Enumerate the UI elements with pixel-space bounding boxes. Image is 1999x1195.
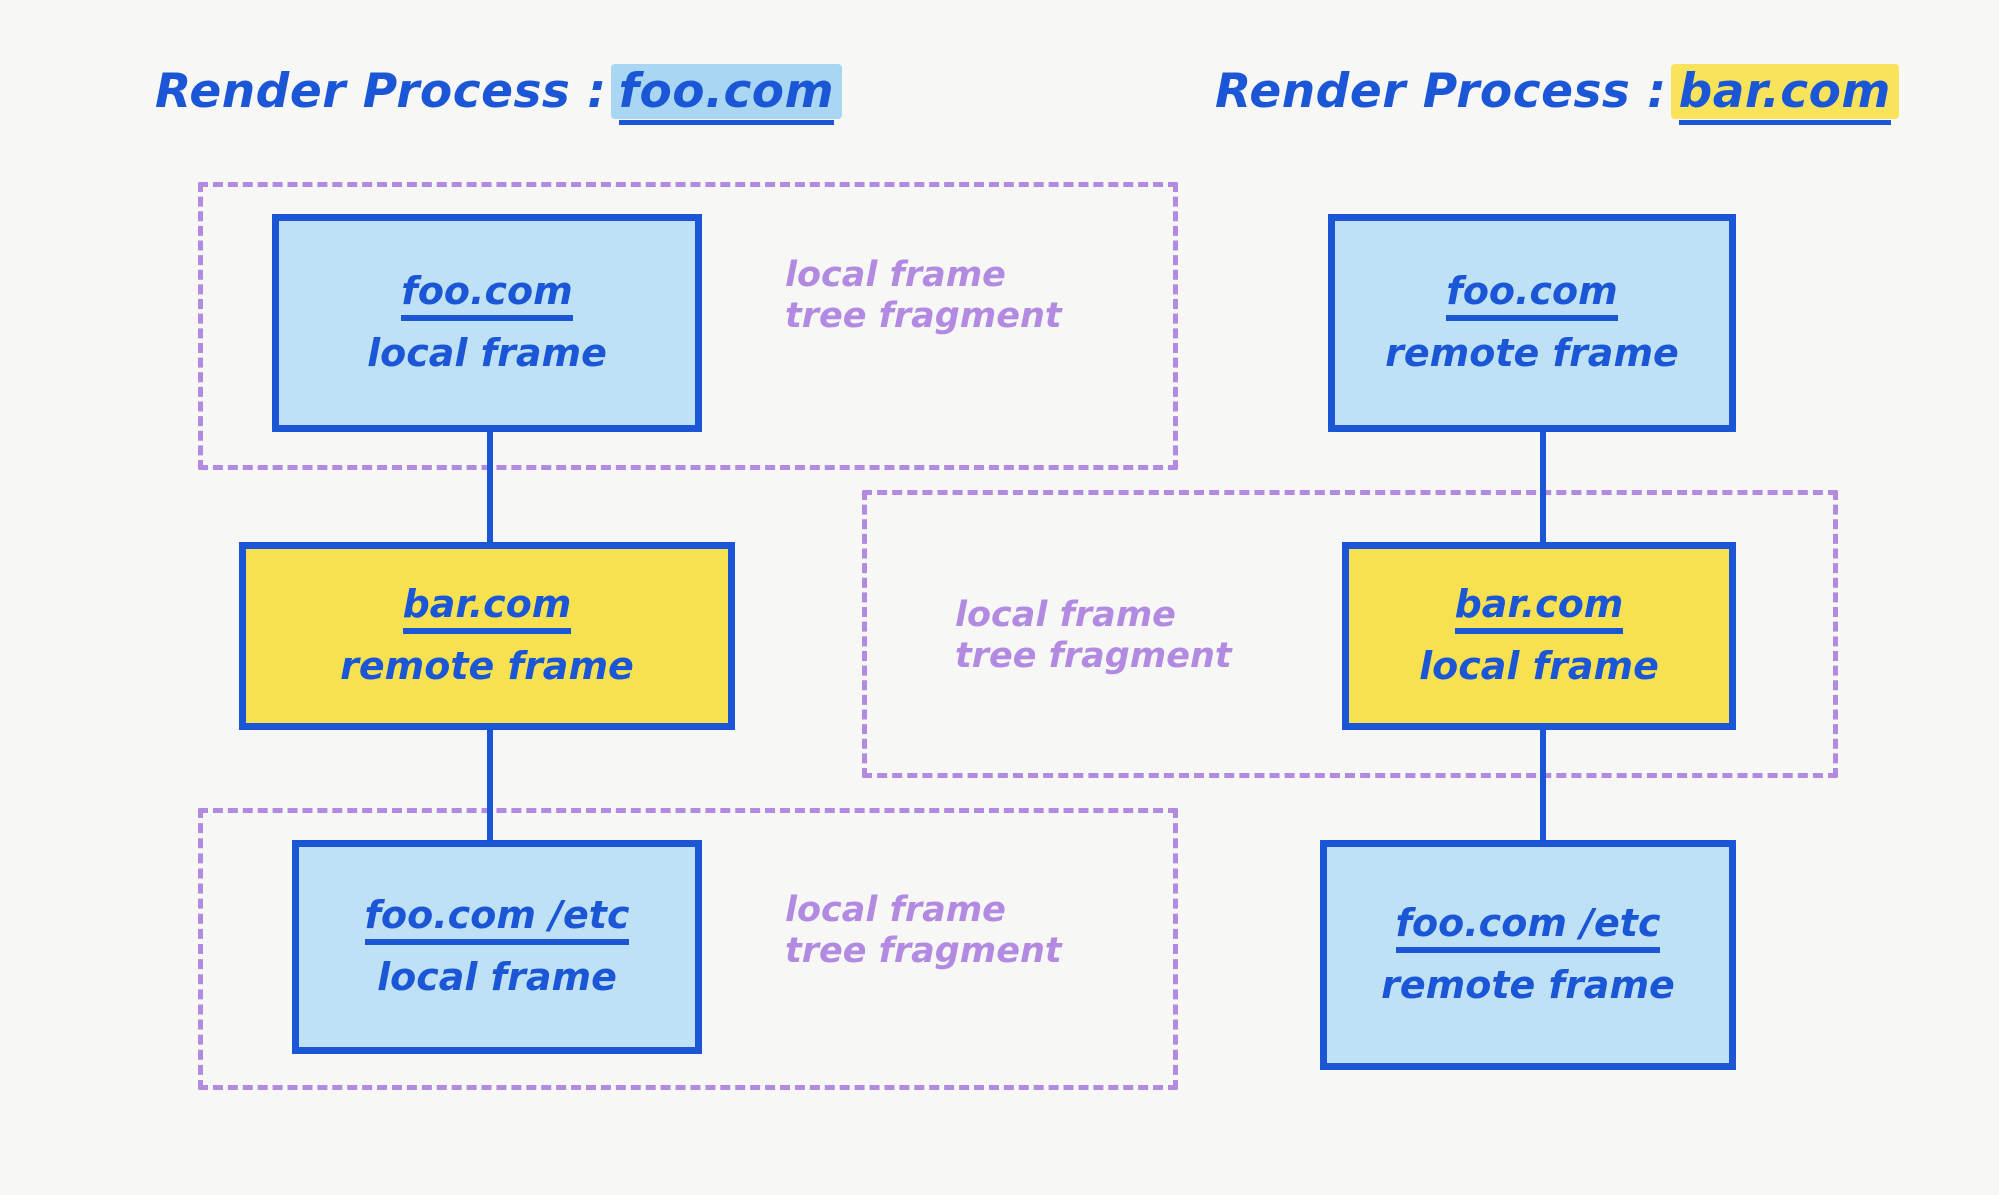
frame-host-label: bar.com [1454,584,1624,634]
frame-host-label: foo.com [1446,271,1618,321]
frame-kind-label: remote frame [340,644,634,688]
frame-kind-label: local frame [1419,644,1659,688]
local-frame-tree-fragment-region-left-top [198,182,1178,470]
frame-node-right-2[interactable]: bar.com local frame [1342,542,1736,730]
highlight-yellow [1670,64,1899,119]
fragment-label-line2: tree fragment [785,931,1062,972]
render-process-host-right-text: bar.com [1678,64,1891,125]
fragment-label-line2: tree fragment [785,296,1062,337]
render-process-title-left: Render Process :foo.com [155,62,843,125]
fragment-label-middle: local frame tree fragment [955,595,1232,678]
frame-node-left-2[interactable]: bar.com remote frame [239,542,735,730]
render-process-label-right: Render Process : [1215,64,1667,119]
render-process-host-left-text: foo.com [618,64,835,125]
local-frame-tree-fragment-region-middle [862,490,1838,778]
render-process-title-right: Render Process :bar.com [1215,62,1899,125]
fragment-label-line1: local frame [955,595,1176,635]
frame-kind-label: local frame [367,331,607,375]
frame-node-right-3[interactable]: foo.com /etc remote frame [1320,840,1736,1070]
render-process-label-left: Render Process : [155,64,607,119]
highlight-blue [610,64,843,119]
frame-node-left-3[interactable]: foo.com /etc local frame [292,840,702,1054]
connector-left-1 [487,432,493,542]
fragment-label-line1: local frame [785,255,1006,295]
fragment-label-line2: tree fragment [955,636,1232,677]
frame-host-label: bar.com [402,584,572,634]
frame-host-label: foo.com /etc [1395,903,1661,953]
frame-host-label: foo.com /etc [364,895,630,945]
render-process-host-left: foo.com [610,62,843,125]
frame-kind-label: remote frame [1385,331,1679,375]
frame-kind-label: local frame [377,955,617,999]
fragment-label-left-top: local frame tree fragment [785,255,1062,338]
local-frame-tree-fragment-region-left-bottom [198,808,1178,1090]
frame-host-label: foo.com [401,271,573,321]
frame-node-left-1[interactable]: foo.com local frame [272,214,702,432]
connector-right-1 [1540,432,1546,542]
connector-right-2 [1540,730,1546,840]
fragment-label-left-bottom: local frame tree fragment [785,890,1062,973]
connector-left-2 [487,730,493,840]
fragment-label-line1: local frame [785,890,1006,930]
frame-kind-label: remote frame [1381,963,1675,1007]
frame-node-right-1[interactable]: foo.com remote frame [1328,214,1736,432]
render-process-host-right: bar.com [1670,62,1899,125]
